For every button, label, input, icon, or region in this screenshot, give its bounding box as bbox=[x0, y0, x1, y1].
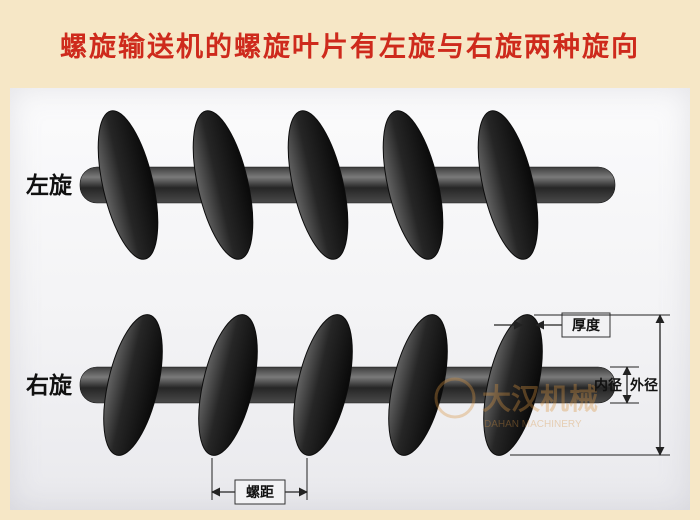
right-spiral-auger: 右旋 bbox=[26, 314, 616, 456]
banner-title: 螺旋输送机的螺旋叶片有左旋与右旋两种旋向 bbox=[60, 31, 640, 62]
watermark-subtext: DAHAN MACHINERY bbox=[484, 419, 582, 430]
inner-diameter-label: 内径 bbox=[594, 377, 622, 393]
pitch-dimension: 螺距 bbox=[211, 458, 308, 505]
thickness-label: 厚度 bbox=[572, 317, 601, 333]
left-spiral-label: 左旋 bbox=[26, 172, 73, 198]
right-spiral-label: 右旋 bbox=[26, 372, 73, 398]
screw-conveyor-diagram: 左旋 右旋 大汉机械 DAHAN MACHINERY bbox=[26, 110, 670, 505]
thickness-dimension: 厚度 bbox=[494, 312, 611, 338]
diagram-area: 左旋 右旋 大汉机械 DAHAN MACHINERY bbox=[10, 88, 690, 510]
banner: 螺旋输送机的螺旋叶片有左旋与右旋两种旋向 bbox=[0, 0, 700, 88]
flight-blades bbox=[97, 110, 539, 260]
left-spiral-auger: 左旋 bbox=[26, 110, 616, 260]
inner-diameter-dimension: 内径 bbox=[594, 366, 639, 404]
outer-diameter-dimension: 外径 bbox=[510, 314, 670, 456]
pitch-label-box bbox=[234, 479, 286, 505]
pitch-label: 螺距 bbox=[246, 484, 274, 500]
watermark-text: 大汉机械 bbox=[482, 383, 598, 416]
thickness-label-box bbox=[561, 312, 611, 338]
watermark-logo-icon bbox=[434, 377, 476, 419]
flight-blades bbox=[103, 314, 543, 456]
outer-diameter-label: 外径 bbox=[630, 377, 658, 393]
watermark: 大汉机械 DAHAN MACHINERY bbox=[434, 377, 598, 430]
